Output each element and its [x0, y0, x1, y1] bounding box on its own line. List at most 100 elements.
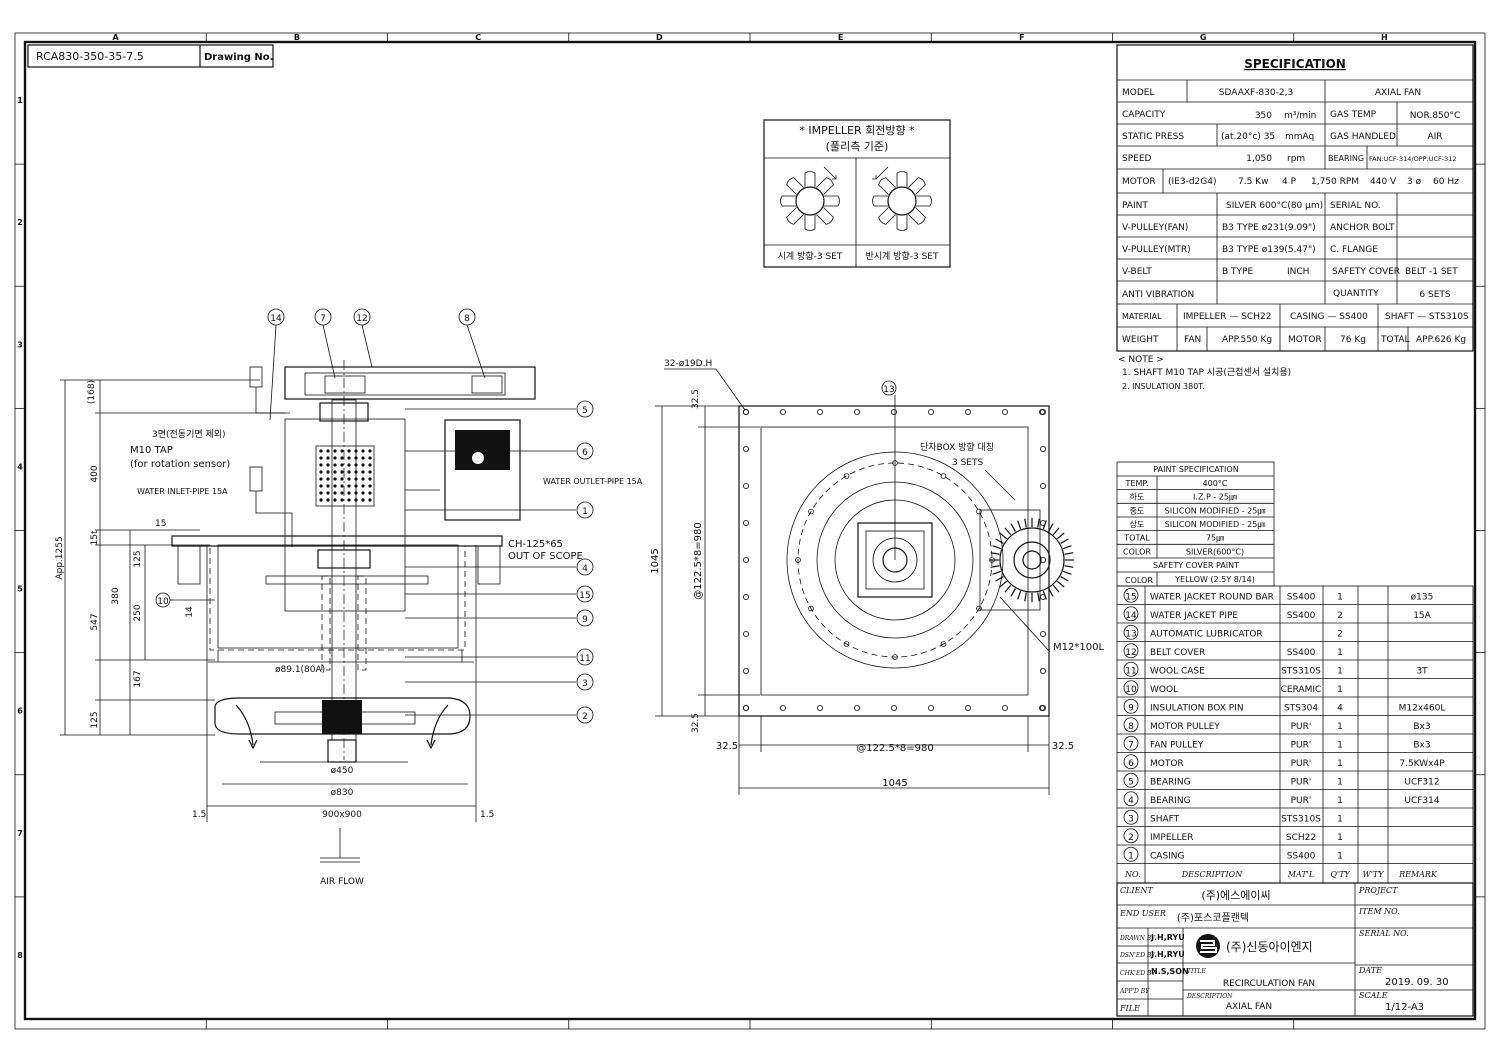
plan-dim-1045h: 1045	[882, 778, 907, 789]
client-name: (주)에스에이씨	[1201, 889, 1270, 902]
part-balloon	[1123, 809, 1139, 825]
spec-capacity: 350	[1255, 111, 1272, 121]
plan-view: 13 32-ø19D.H 단자BOX 방향 대칭 3 SETS M12*100L…	[650, 359, 1104, 795]
part-qty: 1	[1337, 833, 1343, 843]
balloon-15-label: 15	[579, 591, 590, 601]
part-balloon	[1123, 791, 1139, 807]
border-row-1: 1	[17, 96, 23, 105]
part-mat: STS304	[1284, 703, 1318, 713]
part-no: 7	[1128, 740, 1134, 750]
border-row-6: 6	[17, 707, 23, 716]
part-no: 6	[1128, 759, 1134, 769]
spec-motor-type: (IE3-d2G4)	[1168, 177, 1216, 187]
part-desc: MOTOR PULLEY	[1150, 722, 1220, 732]
designed-label: DSN'ED BY	[1119, 952, 1156, 959]
part-qty: 1	[1337, 814, 1343, 824]
part-remark: M12x460L	[1399, 703, 1446, 713]
part-desc: MOTOR	[1150, 759, 1184, 769]
spec-anchor-label: ANCHOR BOLT	[1330, 223, 1395, 233]
spec-motor-p: 4 P	[1282, 177, 1297, 187]
spec-vpulley-fan-label: V-PULLEY(FAN)	[1122, 223, 1188, 233]
part-mat: SS400	[1287, 592, 1316, 602]
terminal-note-b: 3 SETS	[952, 458, 983, 468]
balloon-15	[576, 585, 594, 603]
spec-model: SDAAXF-830-2,3	[1219, 88, 1293, 98]
spec-w-total-label: TOTAL	[1380, 335, 1410, 345]
part-balloon	[1123, 772, 1139, 788]
checked-label: CHK'ED BY	[1120, 970, 1156, 977]
part-no: 12	[1125, 648, 1136, 658]
paint-row-label: 상도	[1130, 519, 1145, 529]
spec-w-fan-label: FAN	[1184, 335, 1201, 345]
paint-row-value: I.Z.P - 25㎛	[1193, 493, 1237, 503]
dim-15t: 15t	[90, 530, 100, 545]
drawing-description: AXIAL FAN	[1226, 1002, 1272, 1012]
spec-vpulley-fan: B3 TYPE ø231(9.09")	[1222, 223, 1316, 233]
border-col-A: A	[113, 33, 120, 42]
spec-safety-cover: BELT -1 SET	[1405, 267, 1458, 277]
part-mat: PUR'	[1291, 796, 1312, 806]
spec-motor-rpm: 1,750 RPM	[1311, 177, 1359, 187]
paint-row-value: SILICON MODIFIED - 25㎛	[1165, 520, 1266, 530]
mounting-holes	[743, 408, 1047, 712]
end-user-name: (주)포스코플랜텍	[1177, 912, 1249, 924]
border-col-H: H	[1381, 33, 1388, 42]
spec-speed-unit: rpm	[1287, 154, 1305, 164]
designed-by: J.H,RYU	[1150, 950, 1185, 959]
part-balloon	[1123, 846, 1139, 862]
balloon-5	[576, 400, 594, 418]
spec-static-label: STATIC PRESS	[1122, 132, 1184, 142]
scale-label: SCALE	[1359, 991, 1388, 1000]
balloon-2	[576, 706, 594, 724]
part-qty: 1	[1337, 759, 1343, 769]
date-value: 2019. 09. 30	[1385, 977, 1449, 988]
spec-weight-label: WEIGHT	[1122, 335, 1159, 345]
channel-label: CH-125*65	[508, 539, 563, 550]
balloon-9-label: 9	[582, 615, 588, 625]
part-qty: 1	[1337, 740, 1343, 750]
part-mat: STS310S	[1281, 666, 1321, 676]
part-no: 4	[1128, 796, 1134, 806]
part-qty: 1	[1337, 666, 1343, 676]
part-balloon	[1123, 698, 1139, 714]
balloon-1-label: 1	[582, 507, 588, 517]
border-col-F: F	[1019, 33, 1024, 42]
spec-title: SPECIFICATION	[1244, 57, 1346, 71]
dim-app1255: App.1255	[55, 536, 65, 579]
paint-row-label: 하도	[1130, 492, 1145, 502]
plan-dim-325b: 32.5	[691, 713, 701, 733]
dim-547: 547	[90, 613, 100, 630]
plan-dim-325d: 32.5	[1052, 741, 1074, 752]
safety-paint-color-label: COLOR	[1125, 576, 1153, 585]
part-desc: WOOL CASE	[1150, 666, 1205, 676]
dim-15: 15	[155, 519, 166, 529]
spec-cflange-label: C. FLANGE	[1330, 245, 1378, 255]
balloon-11-label: 11	[579, 654, 590, 664]
spec-w-total: APP.626 Kg	[1416, 335, 1466, 345]
impeller-ccw-icon	[872, 166, 932, 231]
part-qty: 1	[1337, 648, 1343, 658]
part-desc: WATER JACKET PIPE	[1150, 611, 1238, 621]
spec-motor-hz: 60 Hz	[1433, 177, 1459, 187]
part-mat: PUR'	[1291, 759, 1312, 769]
part-mat: SCH22	[1286, 833, 1316, 843]
part-desc: SHAFT	[1150, 814, 1180, 824]
balloon-2-label: 2	[582, 712, 588, 722]
plan-dim-325c: 32.5	[716, 741, 738, 752]
spec-static-unit: mmAq	[1285, 132, 1314, 142]
impeller-cw-icon	[780, 166, 840, 231]
paint-row-label: TOTAL	[1123, 534, 1150, 543]
spec-gas-temp-label: GAS TEMP	[1330, 110, 1377, 120]
spec-mat-shaft: SHAFT — STS310S	[1385, 312, 1469, 322]
part-qty: 1	[1337, 685, 1343, 695]
spec-bearing-label: BEARING	[1328, 154, 1364, 163]
safety-paint-title: SAFETY COVER PAINT	[1153, 561, 1239, 570]
